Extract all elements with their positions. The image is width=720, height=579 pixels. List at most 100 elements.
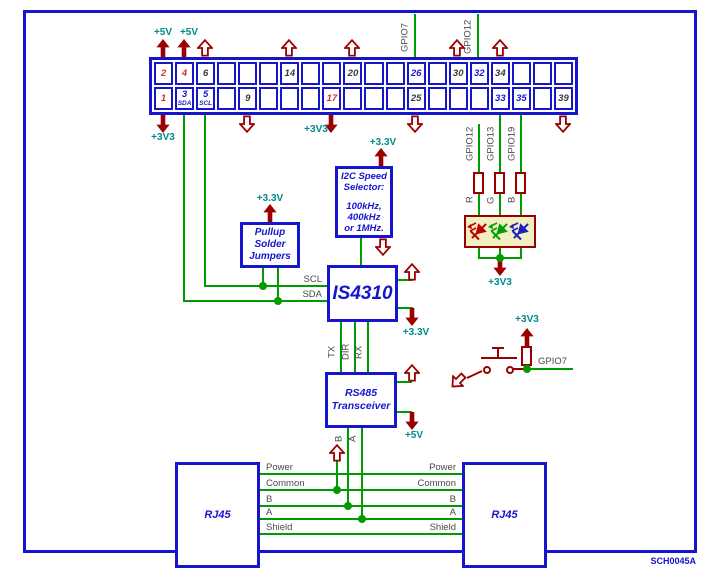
power-arrow-icon: [373, 148, 389, 166]
resistor-b-label: B: [506, 196, 518, 204]
rs485-box-text: RS485: [344, 387, 378, 399]
wire-b-line: [347, 428, 349, 507]
gpio12-led-label: GPIO12: [464, 126, 476, 162]
pin-20: 20: [343, 62, 363, 85]
wire-sda: [183, 300, 327, 302]
ground-arrow-icon: [553, 115, 573, 134]
red-led-icon: [467, 222, 487, 241]
gpio7-signal-label: GPIO7: [538, 356, 568, 367]
wire: [512, 368, 524, 370]
i2c-box-text: 100kHz,: [346, 200, 382, 212]
power-arrow-icon: [492, 258, 508, 276]
is4310-label: IS4310: [332, 282, 393, 304]
power-label-3v3: +3V3: [304, 124, 328, 135]
wire-pullup-scl: [262, 268, 264, 287]
button-stem: [497, 348, 499, 358]
ground-arrow-icon: [195, 38, 215, 57]
wire: [466, 370, 483, 379]
ground-arrow-icon: [342, 38, 362, 57]
i2c-box-text: Selector:: [343, 181, 385, 193]
pin-empty: [532, 62, 552, 85]
wire: [478, 247, 480, 259]
sda-pin-label: SDA: [302, 289, 322, 300]
gpio7-net-label: GPIO7: [399, 22, 411, 52]
pin-empty: [217, 62, 237, 85]
pin-empty: [259, 87, 279, 110]
pin-empty: [301, 62, 321, 85]
wire-gpio12-led: [478, 124, 480, 216]
power-label-5v: +5V: [179, 27, 199, 38]
bus-label-b: B: [449, 494, 456, 505]
junction-dot: [358, 515, 366, 523]
wire-rs485-gnd: [397, 381, 412, 383]
bus-label-common: Common: [266, 478, 305, 489]
power-label-5v: +5V: [153, 27, 173, 38]
ground-arrow-icon: [446, 369, 470, 393]
pin-17: 17: [322, 87, 342, 110]
pin-empty: [385, 62, 405, 85]
pin-32: 32: [469, 62, 489, 85]
button-bar: [481, 357, 517, 359]
resistor-g-label: G: [485, 196, 497, 204]
pin-26: 26: [406, 62, 426, 85]
junction-dot: [523, 365, 531, 373]
power-label-5v: +5V: [404, 430, 424, 441]
junction-dot: [496, 254, 504, 262]
ground-arrow-icon: [279, 38, 299, 57]
bus-label-b: B: [266, 494, 273, 505]
pin-empty: [364, 87, 384, 110]
bus-wire-shield: [260, 533, 462, 535]
ground-arrow-icon: [402, 262, 422, 281]
power-arrow-icon: [404, 308, 420, 326]
wire-gpio7-button: [530, 368, 573, 370]
pin-empty: [427, 87, 447, 110]
junction-dot: [333, 486, 341, 494]
wire-pullup-sda: [277, 268, 279, 302]
pin-6: 6: [196, 62, 216, 85]
blue-led-icon: [509, 222, 529, 241]
pin-empty: [532, 87, 552, 110]
wire-is4310-vcc: [398, 307, 413, 309]
pin-empty: [427, 62, 447, 85]
green-led-icon: [488, 222, 508, 241]
power-label-3.3v: +3.3V: [369, 137, 397, 148]
bus-label-power: Power: [429, 462, 456, 473]
i2c-speed-selector-box: I2C Speed Selector: 100kHz, 400kHz or 1M…: [335, 166, 393, 238]
pin-39: 39: [553, 87, 573, 110]
pin-1: 1: [154, 87, 174, 110]
power-label-3v3: +3V3: [515, 314, 539, 325]
power-label-3.3v: +3.3V: [402, 327, 430, 338]
pullup-jumpers-box: Pullup Solder Jumpers: [240, 222, 300, 268]
wire-i2c-is4310: [360, 238, 362, 265]
pin-33: 33: [490, 87, 510, 110]
power-arrow-icon: [262, 204, 278, 222]
wire-dir: [354, 322, 356, 372]
gpio13-led-label: GPIO13: [485, 126, 497, 162]
document-id: SCH0045A: [650, 556, 696, 566]
power-arrow-icon: [519, 328, 535, 346]
a-pin-label: A: [347, 435, 359, 442]
pin-empty: [364, 62, 384, 85]
bus-label-a: A: [266, 507, 273, 518]
dir-label: DIR: [340, 343, 352, 361]
power-label-3v3: +3V3: [151, 132, 175, 143]
pullup-resistor: [521, 346, 532, 366]
bus-label-a: A: [449, 507, 456, 518]
pullup-box-text: Pullup: [254, 227, 286, 238]
wire-rs485-vcc: [397, 411, 412, 413]
rj45-left-box: RJ45: [175, 462, 260, 568]
ground-arrow-icon: [490, 38, 510, 57]
resistor-red: [473, 172, 484, 194]
pullup-box-text: Solder: [254, 239, 286, 250]
wire: [520, 247, 522, 259]
ground-arrow-icon: [237, 115, 257, 134]
pin-empty: [448, 87, 468, 110]
pin-30: 30: [448, 62, 468, 85]
pin-9: 9: [238, 87, 258, 110]
pin-empty: [322, 62, 342, 85]
tx-label: TX: [326, 345, 338, 359]
